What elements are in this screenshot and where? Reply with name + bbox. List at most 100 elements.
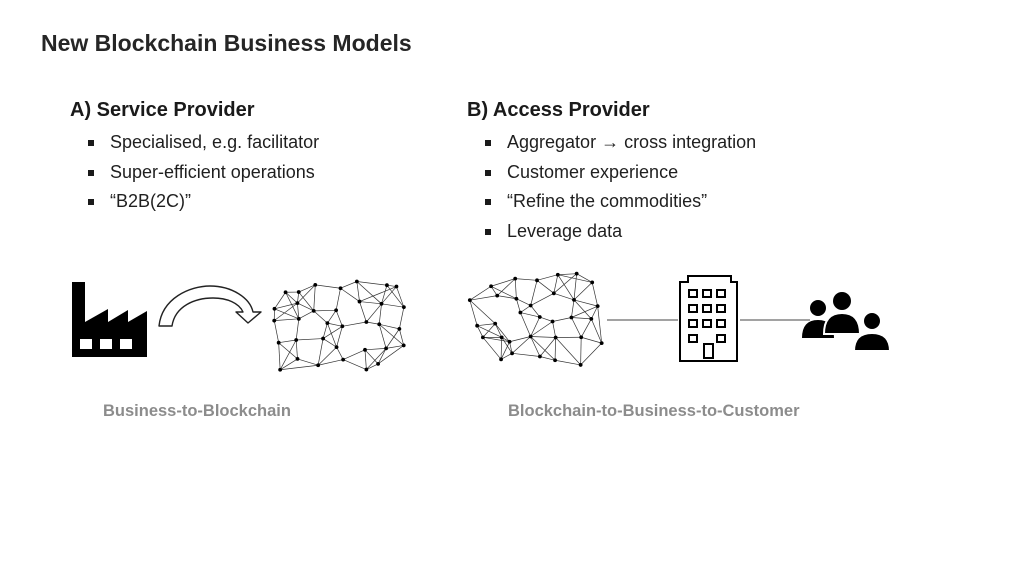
network-edge	[396, 286, 405, 308]
network-edge	[576, 273, 593, 283]
network-edge	[590, 318, 602, 344]
network-edge	[279, 339, 297, 370]
network-edge	[511, 336, 531, 354]
bullet-item: Specialised, e.g. facilitator	[87, 128, 319, 158]
network-edge	[377, 348, 387, 365]
network-edge	[477, 323, 496, 327]
network-node	[514, 296, 519, 301]
network-edge	[285, 291, 298, 304]
network-edge	[469, 299, 496, 324]
network-node	[401, 343, 406, 348]
network-edge	[580, 318, 592, 338]
network-edge	[335, 288, 341, 311]
network-node	[363, 347, 367, 352]
network-node	[553, 335, 558, 340]
network-node	[489, 284, 493, 289]
network-node	[513, 276, 518, 281]
network-edge	[336, 326, 343, 348]
blockchain-network-icon	[272, 279, 406, 372]
network-edge	[552, 321, 556, 338]
blockchain-to-business-to-customer-caption: Blockchain-to-Business-to-Customer	[508, 402, 800, 420]
network-edge	[591, 282, 598, 307]
network-edge	[557, 274, 575, 301]
network-edge	[516, 298, 521, 313]
network-node	[321, 336, 325, 341]
network-edge	[378, 303, 382, 325]
network-edge	[298, 310, 314, 320]
network-edge	[340, 287, 360, 302]
network-edge	[554, 337, 556, 361]
network-edge	[530, 305, 541, 318]
network-node	[595, 304, 600, 309]
network-node	[538, 354, 542, 359]
network-node	[572, 298, 576, 302]
network-edge	[340, 281, 357, 289]
network-edge	[482, 323, 496, 338]
network-edge	[279, 358, 298, 371]
network-edge	[366, 303, 382, 323]
network-node	[278, 367, 283, 372]
network-node	[578, 363, 583, 367]
network-edge	[520, 305, 531, 313]
network-node	[569, 315, 574, 320]
bullet-text: cross integration	[619, 132, 757, 152]
network-edge	[530, 321, 553, 337]
network-edge	[539, 356, 556, 361]
network-edge	[336, 346, 344, 360]
building-window	[688, 289, 698, 298]
network-node	[528, 334, 533, 339]
network-edge	[494, 323, 503, 338]
network-node	[325, 321, 330, 326]
network-edge	[295, 318, 300, 341]
network-edge	[317, 346, 337, 366]
network-edge	[274, 318, 299, 321]
network-edge	[356, 281, 360, 302]
network-edge	[381, 303, 404, 308]
network-node	[589, 316, 594, 321]
network-edge	[364, 349, 367, 370]
network-edge	[378, 324, 387, 349]
network-node	[518, 310, 523, 315]
network-edge	[273, 320, 280, 343]
network-edge	[364, 348, 387, 351]
network-edge	[298, 291, 314, 312]
network-edge	[322, 323, 328, 339]
network-edge	[278, 342, 281, 370]
network-node	[550, 319, 555, 324]
network-edge	[482, 336, 510, 343]
building-window	[716, 289, 726, 298]
network-edge	[580, 337, 582, 365]
network-node	[590, 280, 595, 285]
network-edge	[317, 338, 324, 366]
people-group-icon	[802, 292, 892, 352]
building-window	[688, 304, 698, 313]
bullet-item: Leverage data	[484, 217, 756, 247]
network-node	[377, 322, 382, 327]
network-edge	[500, 353, 513, 360]
network-node	[495, 293, 500, 298]
factory-icon	[72, 282, 147, 357]
network-edge	[573, 282, 593, 301]
network-edge	[536, 280, 555, 294]
network-edge	[274, 302, 298, 321]
network-edge	[516, 298, 531, 306]
network-node	[316, 363, 321, 368]
network-node	[499, 357, 503, 362]
network-node	[397, 326, 402, 331]
network-edge	[356, 281, 387, 286]
network-edge	[313, 310, 328, 324]
network-node	[276, 340, 281, 345]
network-edge	[278, 342, 298, 360]
network-edge	[297, 302, 314, 312]
network-edge	[399, 328, 405, 346]
network-edge	[366, 321, 380, 325]
network-edge	[557, 274, 593, 283]
network-edge	[327, 323, 337, 348]
network-node	[334, 308, 339, 313]
network-edge	[530, 293, 554, 306]
network-edge	[552, 317, 572, 322]
network-edge	[591, 305, 598, 320]
network-edge	[536, 274, 558, 281]
network-node	[493, 321, 498, 326]
network-node	[341, 357, 346, 362]
